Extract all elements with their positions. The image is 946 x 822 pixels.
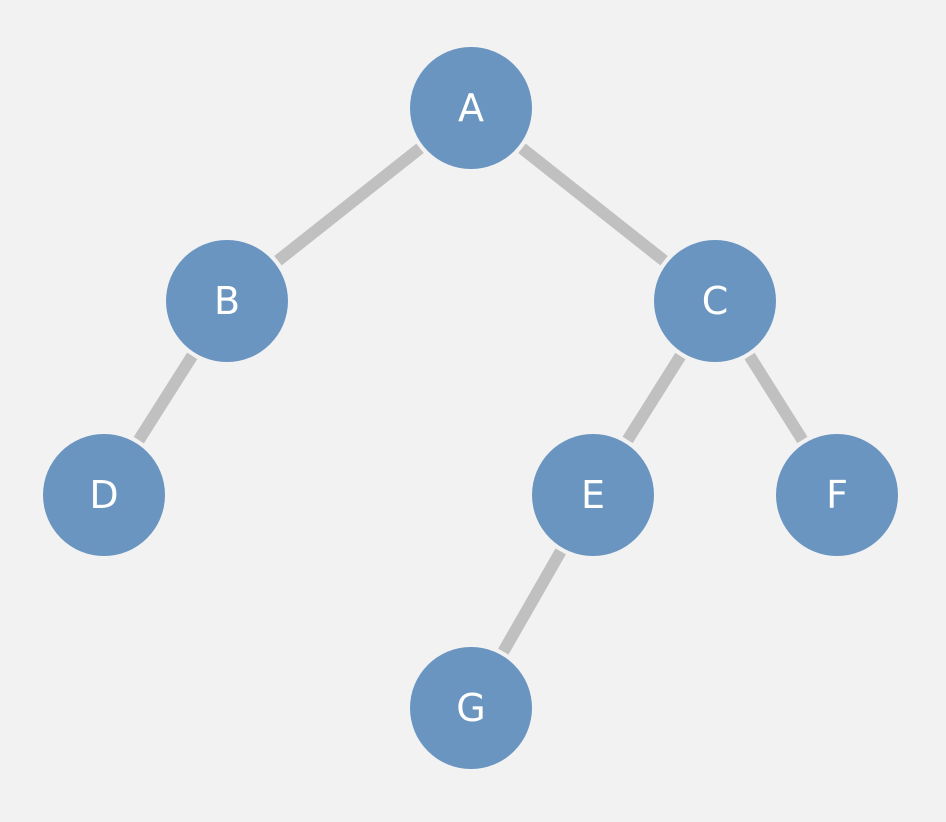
tree-node-b: B [166,240,288,362]
nodes-layer: A B C D E F G [43,47,898,769]
node-circle [654,240,776,362]
node-circle [410,647,532,769]
tree-node-e: E [532,434,654,556]
tree-node-g: G [410,647,532,769]
node-label: F [826,473,848,517]
edge-b-d [133,352,198,444]
node-circle [410,47,532,169]
edge-a-b [274,143,424,266]
node-label: B [214,279,240,323]
node-circle [776,434,898,556]
tree-node-f: F [776,434,898,556]
node-circle [43,434,165,556]
node-circle [532,434,654,556]
tree-node-d: D [43,434,165,556]
edge-a-c [518,143,668,266]
edge-e-g [498,548,566,655]
node-circle [166,240,288,362]
tree-node-a: A [410,47,532,169]
node-label: A [458,86,484,130]
node-label: C [702,279,729,323]
node-label: G [456,686,485,730]
node-label: E [581,473,605,517]
edge-c-f [744,352,808,444]
tree-node-c: C [654,240,776,362]
node-label: D [89,473,118,517]
edges-layer [133,143,808,655]
edge-c-e [622,352,686,444]
